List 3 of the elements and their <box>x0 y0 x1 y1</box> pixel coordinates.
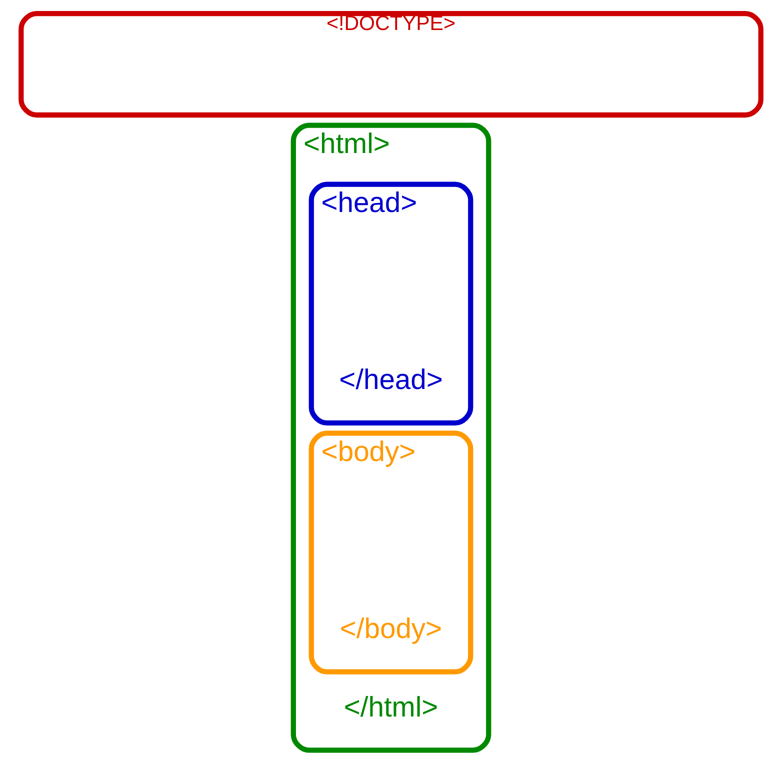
node-box: <body> </body> <box>308 430 474 674</box>
node-box: <head> </head> <box>308 182 474 426</box>
node-box: <!DOCTYPE> <box>18 10 764 118</box>
